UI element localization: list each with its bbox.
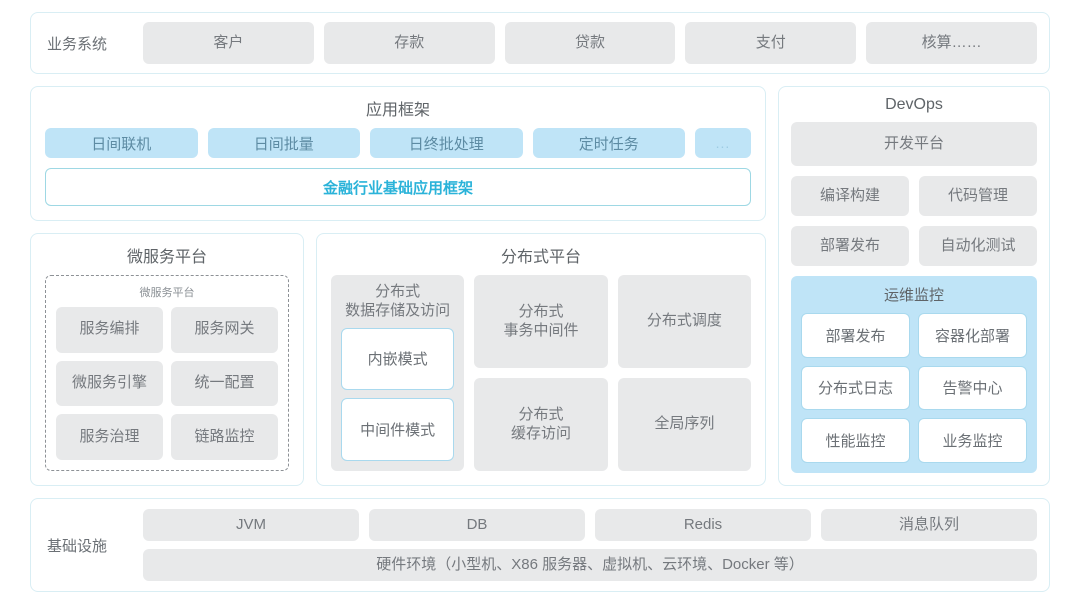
lower-platform-row: 微服务平台 微服务平台 服务编排 服务网关 微服务引擎 统一配置 服务治理 链路… [30,233,766,486]
ops-tile-performance-monitoring[interactable]: 性能监控 [801,418,910,463]
infrastructure-tile-db[interactable]: DB [369,509,585,541]
ops-monitoring-title: 运维监控 [883,287,944,304]
microservice-tile-orchestration[interactable]: 服务编排 [56,307,163,353]
business-systems-panel: 业务系统 客户 存款 贷款 支付 核算…… [30,12,1050,74]
devops-panel: DevOps 开发平台 编译构建 代码管理 部署发布 自动化测试 运维监控 部署… [778,86,1050,486]
app-framework-tile-scheduled-task[interactable]: 定时任务 [532,128,685,158]
distributed-storage-title: 分布式 数据存储及访问 [345,283,451,319]
ops-monitoring-grid: 部署发布 容器化部署 分布式日志 告警中心 性能监控 业务监控 [801,313,1027,463]
distributed-platform-grid: 分布式 数据存储及访问 内嵌模式 中间件模式 分布式 事务中间件 分布式调度 分… [331,275,751,471]
middle-area: 应用框架 日间联机 日间批量 日终批处理 定时任务 ... 金融行业基础应用框架… [30,86,1050,486]
ops-tile-alert-center[interactable]: 告警中心 [918,365,1027,411]
devops-tile-dev-platform[interactable]: 开发平台 [791,122,1037,166]
devops-tile-code-management[interactable]: 代码管理 [919,176,1037,216]
distributed-tile-cache-access[interactable]: 分布式 缓存访问 [474,378,608,471]
microservice-platform-inner-box: 微服务平台 服务编排 服务网关 微服务引擎 统一配置 服务治理 链路监控 [45,275,289,471]
infrastructure-tile-message-queue[interactable]: 消息队列 [821,509,1037,541]
app-framework-tile-eod-batch[interactable]: 日终批处理 [370,128,523,158]
distributed-storage-group[interactable]: 分布式 数据存储及访问 内嵌模式 中间件模式 [331,275,465,471]
devops-row-1: 编译构建 代码管理 [791,176,1037,216]
infrastructure-hardware-row: 硬件环境（小型机、X86 服务器、虚拟机、云环境、Docker 等） [143,549,1037,581]
distributed-tile-transaction-middleware[interactable]: 分布式 事务中间件 [474,275,608,368]
infrastructure-tile-redis[interactable]: Redis [595,509,811,541]
app-framework-panel: 应用框架 日间联机 日间批量 日终批处理 定时任务 ... 金融行业基础应用框架 [30,86,766,221]
business-system-tile-payment[interactable]: 支付 [685,22,857,64]
infrastructure-tile-jvm[interactable]: JVM [143,509,359,541]
microservice-platform-panel: 微服务平台 微服务平台 服务编排 服务网关 微服务引擎 统一配置 服务治理 链路… [30,233,304,486]
app-framework-tile-daytime-batch[interactable]: 日间批量 [207,128,360,158]
ops-tile-deploy-release[interactable]: 部署发布 [801,313,910,358]
app-framework-title: 应用框架 [365,102,430,119]
distributed-platform-title: 分布式平台 [500,249,581,266]
business-system-tile-loan[interactable]: 贷款 [504,22,676,64]
distributed-platform-panel: 分布式平台 分布式 数据存储及访问 内嵌模式 中间件模式 分布式 事务中间件 分… [316,233,766,486]
business-system-tile-accounting[interactable]: 核算…… [866,22,1037,64]
infrastructure-components-row: JVM DB Redis 消息队列 [143,509,1037,541]
microservice-tile-trace-monitoring[interactable]: 链路监控 [171,414,278,460]
app-framework-tiles: 日间联机 日间批量 日终批处理 定时任务 ... [45,128,751,158]
microservice-platform-inner-title: 微服务平台 [139,287,195,299]
business-system-tile-deposit[interactable]: 存款 [323,22,495,64]
app-framework-tile-daytime-online[interactable]: 日间联机 [45,128,198,158]
ops-tile-distributed-log[interactable]: 分布式日志 [801,365,910,411]
microservice-tile-gateway[interactable]: 服务网关 [171,307,278,353]
microservice-tile-governance[interactable]: 服务治理 [56,414,163,460]
microservice-platform-title: 微服务平台 [126,249,207,266]
distributed-tile-global-sequence[interactable]: 全局序列 [617,378,751,471]
infrastructure-body: JVM DB Redis 消息队列 硬件环境（小型机、X86 服务器、虚拟机、云… [143,509,1037,581]
devops-tile-compile-build[interactable]: 编译构建 [791,176,909,216]
distributed-tile-scheduling[interactable]: 分布式调度 [617,275,751,368]
business-systems-label: 业务系统 [47,35,108,53]
platform-column: 应用框架 日间联机 日间批量 日终批处理 定时任务 ... 金融行业基础应用框架… [30,86,766,486]
distributed-storage-mode-embedded[interactable]: 内嵌模式 [341,327,455,391]
devops-tile-automated-testing[interactable]: 自动化测试 [919,226,1037,266]
distributed-storage-mode-middleware[interactable]: 中间件模式 [341,398,455,461]
devops-tile-deploy-release[interactable]: 部署发布 [791,226,909,266]
app-framework-base-banner: 金融行业基础应用框架 [45,168,751,206]
app-framework-tile-more[interactable]: ... [695,128,751,158]
infrastructure-tile-hardware-environment[interactable]: 硬件环境（小型机、X86 服务器、虚拟机、云环境、Docker 等） [143,549,1037,581]
business-system-tile-customer[interactable]: 客户 [143,22,314,64]
microservice-tile-unified-config[interactable]: 统一配置 [171,360,278,407]
infrastructure-label: 基础设施 [47,537,108,555]
ops-tile-containerized-deploy[interactable]: 容器化部署 [918,313,1027,358]
ops-tile-business-monitoring[interactable]: 业务监控 [918,418,1027,463]
ops-monitoring-group: 运维监控 部署发布 容器化部署 分布式日志 告警中心 性能监控 业务监控 [791,276,1037,473]
devops-row-2: 部署发布 自动化测试 [791,226,1037,266]
devops-title: DevOps [885,96,943,113]
microservice-platform-grid: 服务编排 服务网关 微服务引擎 统一配置 服务治理 链路监控 [56,307,278,460]
infrastructure-panel: 基础设施 JVM DB Redis 消息队列 硬件环境（小型机、X86 服务器、… [30,498,1050,592]
microservice-tile-engine[interactable]: 微服务引擎 [56,360,163,407]
